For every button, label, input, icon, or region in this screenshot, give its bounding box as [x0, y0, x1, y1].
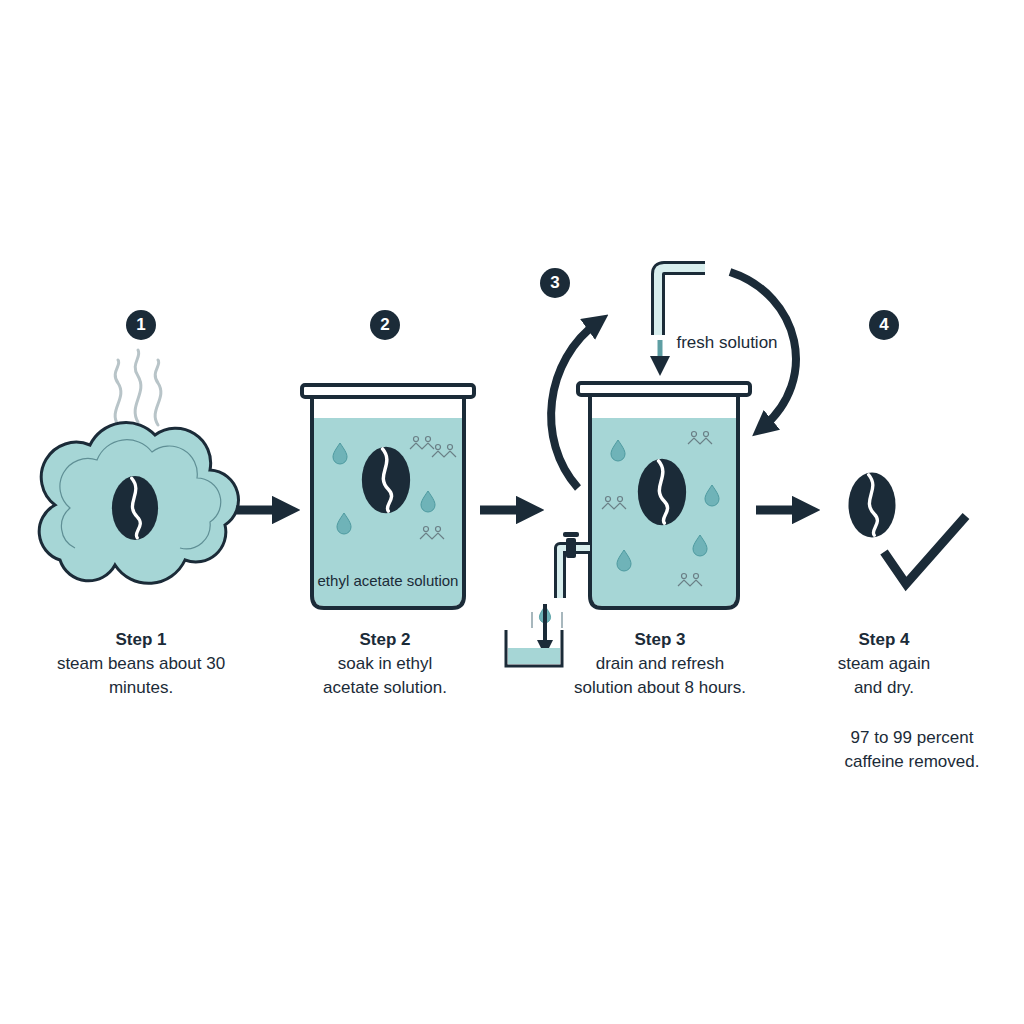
drain-tap	[506, 532, 590, 666]
steam-cloud	[39, 423, 238, 584]
cycle-arrows	[551, 272, 796, 488]
steam-lines	[115, 350, 161, 425]
step-description: drain and refresh solution about 8 hours…	[573, 652, 748, 700]
beaker	[578, 383, 750, 608]
checkmark	[884, 516, 966, 584]
step-number: 3	[540, 268, 570, 298]
fresh-solution-label: fresh solution	[672, 331, 782, 355]
step-description: soak in ethyl acetate solution.	[310, 652, 460, 700]
coffee-bean	[112, 476, 158, 540]
coffee-bean	[848, 473, 895, 538]
step-number-text: 1	[136, 315, 145, 335]
step-heading: Step 4	[784, 628, 984, 652]
step-number-text: 3	[550, 273, 559, 293]
step-number-text: 4	[879, 315, 888, 335]
step-heading: Step 1	[41, 628, 241, 652]
step-description: steam beans about 30 minutes.	[54, 652, 229, 700]
step-number: 1	[126, 310, 156, 340]
beaker-box: ethyl acetate solution	[300, 383, 476, 610]
step-heading: Step 3	[560, 628, 760, 652]
result-note: 97 to 99 percent caffeine removed.	[820, 726, 1005, 774]
step-heading: Step 2	[285, 628, 485, 652]
step-number: 4	[869, 310, 899, 340]
cloud-inner-line	[60, 440, 221, 549]
step-description: steam again and dry.	[824, 652, 944, 700]
beaker-label: ethyl acetate solution	[314, 571, 462, 590]
step-number: 2	[370, 310, 400, 340]
step-number-text: 2	[380, 315, 389, 335]
